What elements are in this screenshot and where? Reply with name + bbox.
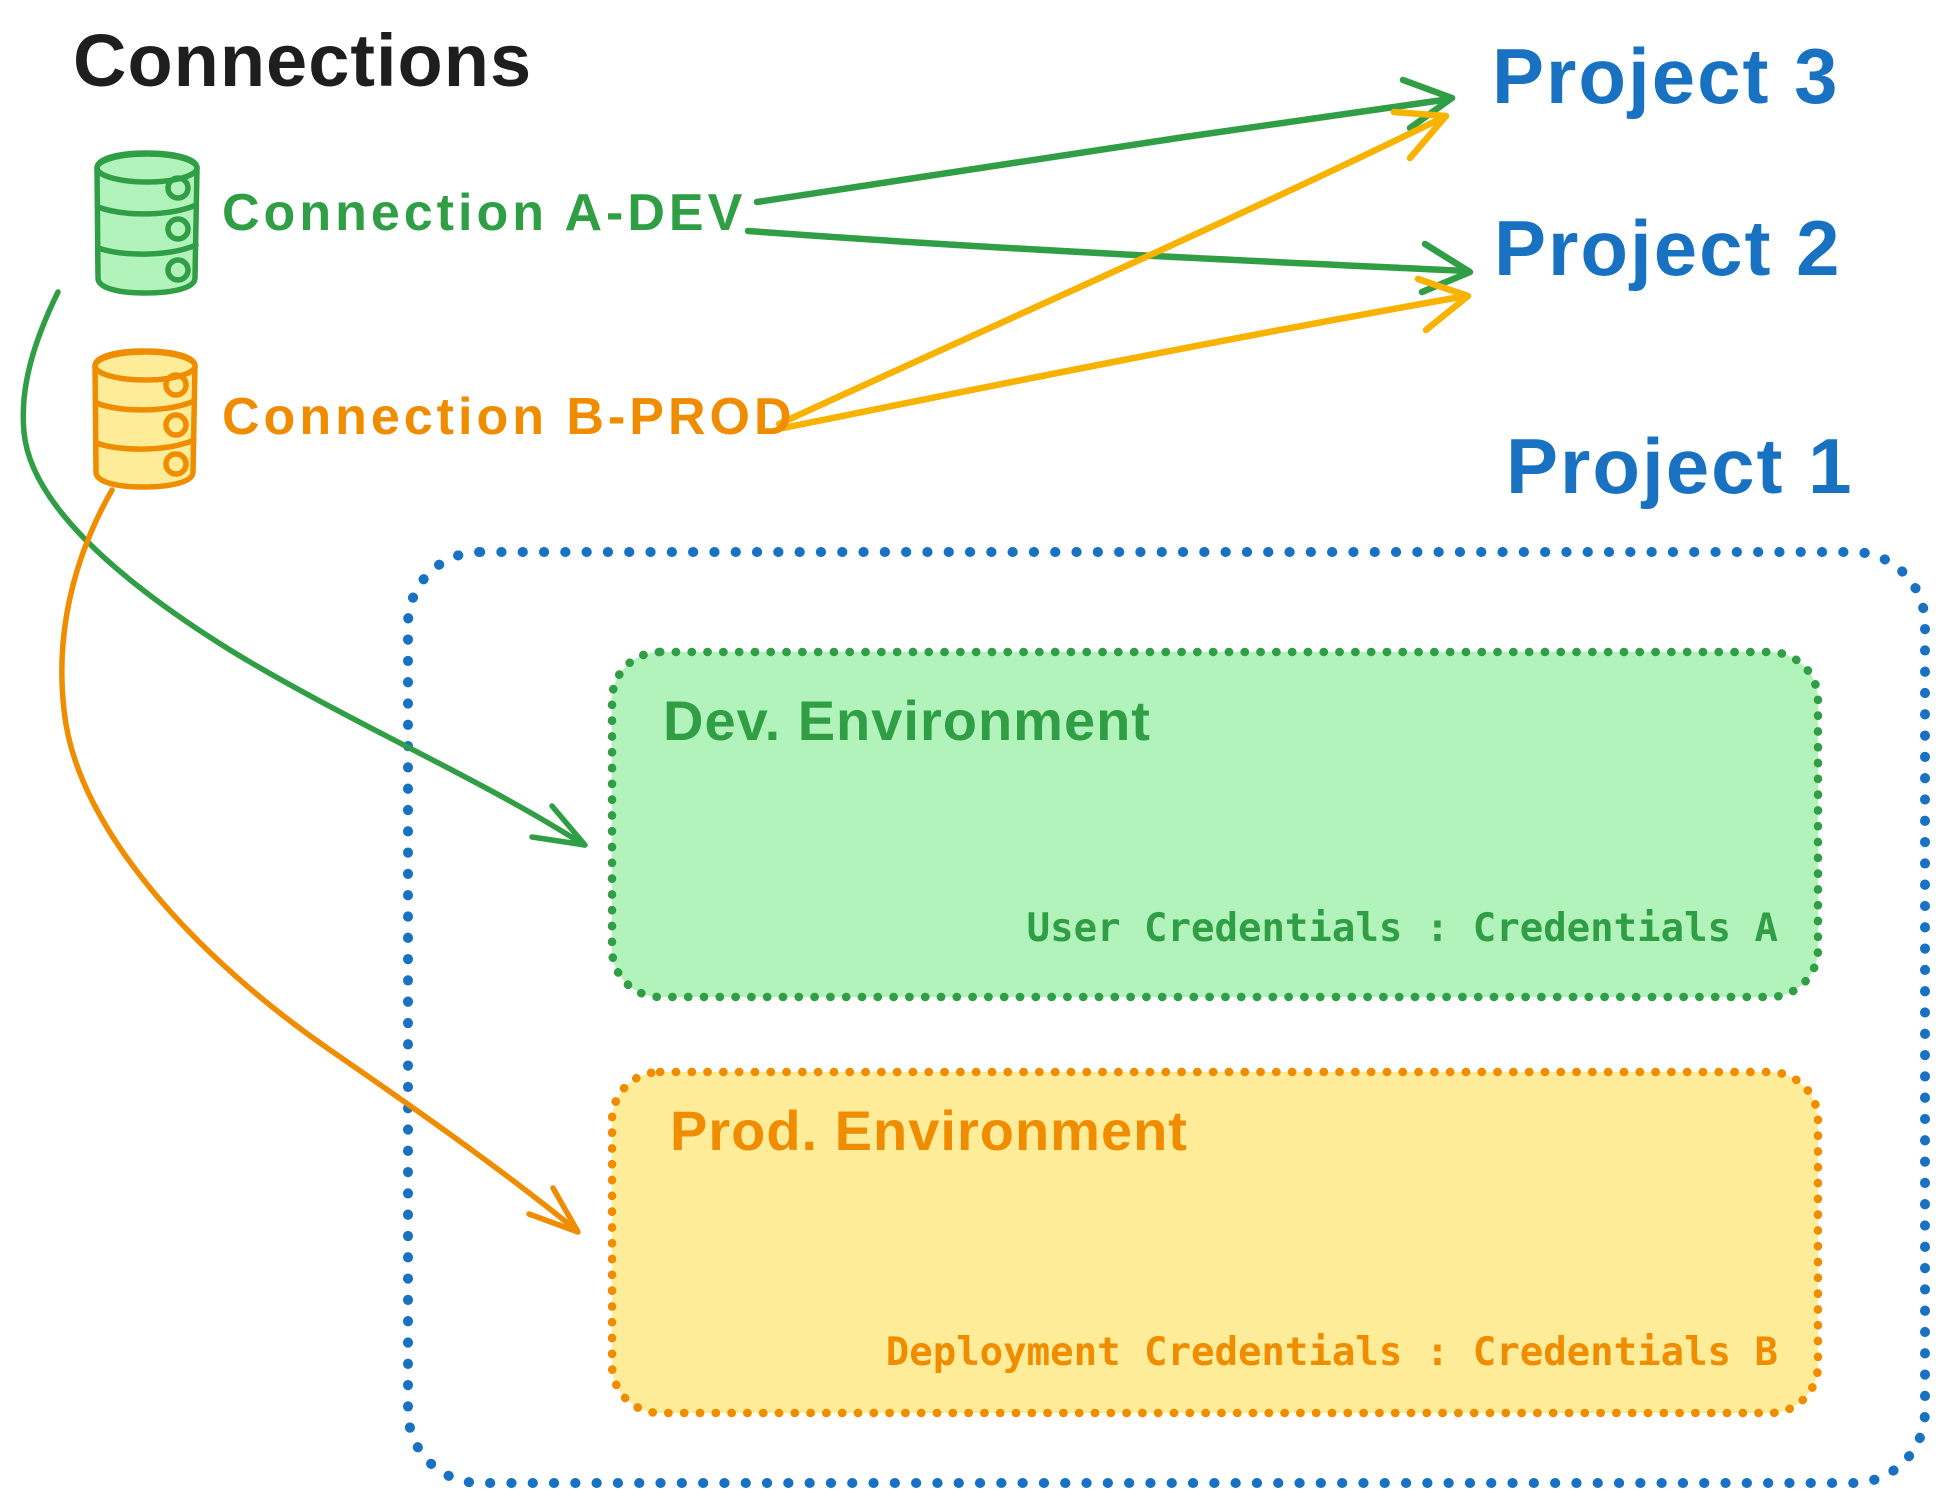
project-1-label: Project 1 [1506,422,1854,510]
project1-container-border [403,547,1930,1488]
project-2-label: Project 2 [1494,204,1842,292]
prod-environment-credentials: Deployment Credentials : Credentials B [885,1330,1778,1375]
prod-environment-title: Prod. Environment [670,1099,1188,1162]
arrow-adev-to-dev-environment [20,289,588,848]
database-icon [92,348,198,490]
diagram-title: Connections [73,19,533,102]
connection-b-prod-label: Connection B-PROD [222,388,796,446]
arrow-bprod-to-prod-environment [59,487,581,1235]
arrow-bprod-to-project2 [779,275,1472,432]
dev-environment-box [607,647,1823,1002]
prod-environment-box [607,1067,1823,1418]
connection-a-dev-label: Connection A-DEV [222,184,747,242]
dev-environment-credentials: User Credentials : Credentials A [1026,906,1778,951]
database-icon [94,150,200,296]
arrow-adev-to-project3 [753,76,1456,206]
arrow-adev-to-project2 [744,227,1474,296]
arrow-bprod-to-project3 [775,108,1450,428]
dev-environment-title: Dev. Environment [663,689,1151,752]
project-3-label: Project 3 [1492,32,1840,120]
